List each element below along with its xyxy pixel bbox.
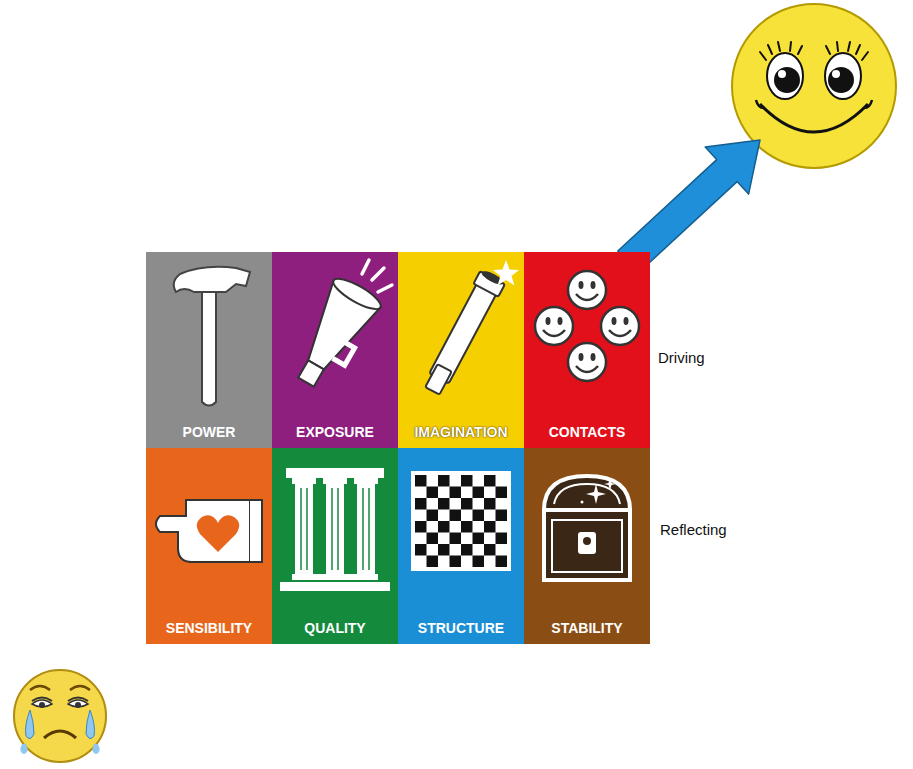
structure-tile: STRUCTURE bbox=[398, 448, 524, 644]
tile-label: POWER bbox=[146, 424, 272, 440]
tile-icon bbox=[524, 252, 650, 412]
sensibility-tile: SENSIBILITY bbox=[146, 448, 272, 644]
quality-tile: QUALITY bbox=[272, 448, 398, 644]
contacts-tile: CONTACTS bbox=[524, 252, 650, 448]
tile-icon bbox=[146, 252, 272, 412]
tile-icon bbox=[398, 252, 524, 412]
tile-icon bbox=[272, 252, 398, 412]
tile-label: QUALITY bbox=[272, 620, 398, 636]
imagination-tile: IMAGINATION bbox=[398, 252, 524, 448]
crying-smiley bbox=[14, 670, 106, 762]
tile-icon bbox=[398, 448, 524, 608]
stability-tile: STABILITY bbox=[524, 448, 650, 644]
tile-label: SENSIBILITY bbox=[146, 620, 272, 636]
tile-icon bbox=[146, 448, 272, 608]
tile-icon bbox=[524, 448, 650, 608]
tile-label: STRUCTURE bbox=[398, 620, 524, 636]
tile-label: STABILITY bbox=[524, 620, 650, 636]
tile-label: IMAGINATION bbox=[398, 424, 524, 440]
exposure-tile: EXPOSURE bbox=[272, 252, 398, 448]
tile-label: EXPOSURE bbox=[272, 424, 398, 440]
tile-label: CONTACTS bbox=[524, 424, 650, 440]
row-label: Reflecting bbox=[660, 521, 727, 538]
power-tile: POWER bbox=[146, 252, 272, 448]
row-label: Driving bbox=[658, 349, 705, 366]
tile-icon bbox=[272, 448, 398, 608]
